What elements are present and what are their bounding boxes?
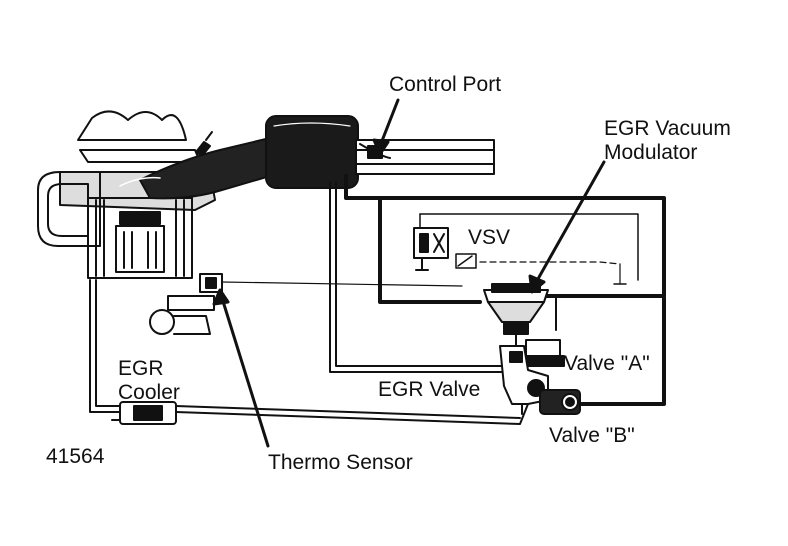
engine-assembly — [37, 110, 216, 335]
egr-vacuum-modulator-label-line2: Modulator — [604, 141, 698, 164]
exhaust-system — [119, 115, 495, 200]
vsv-solenoid — [413, 227, 477, 271]
egr-valve-label: EGR Valve — [378, 378, 481, 401]
egr-cooler — [111, 401, 177, 425]
egr-cooler-label-line1: EGR — [118, 357, 164, 380]
figure-number: 41564 — [46, 445, 105, 468]
valve-a-label: Valve "A" — [564, 352, 650, 375]
valve-b-label: Valve "B" — [549, 424, 635, 447]
leader-lines — [212, 98, 606, 448]
egr-cooler-label-line2: Cooler — [118, 381, 180, 404]
egr-valve-body — [499, 339, 581, 415]
control-port-label: Control Port — [389, 73, 502, 96]
egr-vacuum-modulator — [483, 283, 549, 349]
egr-vacuum-modulator-label-line1: EGR Vacuum — [604, 117, 731, 140]
thermo-sensor-label: Thermo Sensor — [268, 451, 413, 474]
vacuum-lines — [89, 174, 666, 425]
thermo-sensor — [199, 273, 223, 293]
vsv-label: VSV — [468, 226, 511, 249]
